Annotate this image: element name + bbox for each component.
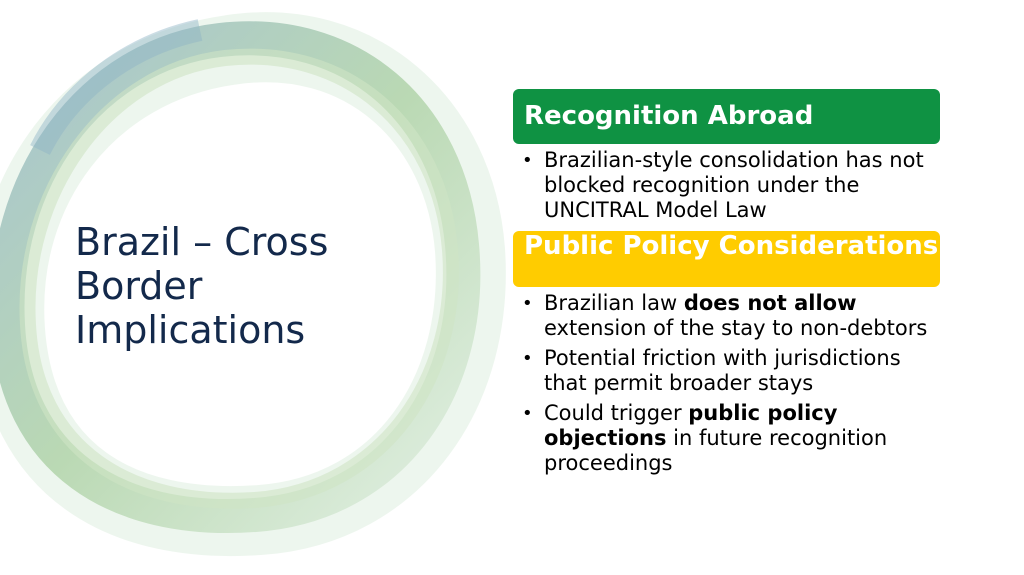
list-item: • Potential friction with jurisdictions … [522, 346, 932, 396]
text-run: in future recognition proceedings [544, 426, 888, 475]
bullet-list-public-policy: • Brazilian law does not allow extension… [522, 291, 932, 481]
bullet-text: Potential friction with jurisdictions th… [544, 346, 901, 395]
list-item: • Brazilian law does not allow extension… [522, 291, 932, 341]
text-run: Could trigger [544, 401, 689, 425]
list-item: • Could trigger public policy objections… [522, 401, 932, 476]
bullet-dot: • [522, 348, 533, 369]
text-run: extension of the stay to non-debtors [544, 316, 928, 340]
bullet-dot: • [522, 293, 533, 314]
section-heading-recognition-abroad: Recognition Abroad [513, 89, 940, 144]
text-run: Potential friction with jurisdictions th… [544, 346, 901, 395]
section-heading-public-policy: Public Policy Considerations [513, 231, 940, 287]
bullet-text: Brazilian-style consolidation has not bl… [544, 148, 924, 222]
bold-text-run: public policy objections [544, 401, 838, 450]
bullet-list-recognition-abroad: • Brazilian-style consolidation has not … [522, 148, 932, 228]
text-run: Brazilian-style consolidation has not bl… [544, 148, 924, 222]
slide-title: Brazil – Cross Border Implications [75, 220, 329, 352]
list-item: • Brazilian-style consolidation has not … [522, 148, 932, 223]
bullet-text: Could trigger public policy objections i… [544, 401, 887, 475]
bullet-dot: • [522, 403, 533, 424]
bullet-dot: • [522, 150, 533, 171]
bullet-text: Brazilian law does not allow extension o… [544, 291, 927, 340]
bold-text-run: does not allow [683, 291, 857, 315]
text-run: Brazilian law [544, 291, 684, 315]
